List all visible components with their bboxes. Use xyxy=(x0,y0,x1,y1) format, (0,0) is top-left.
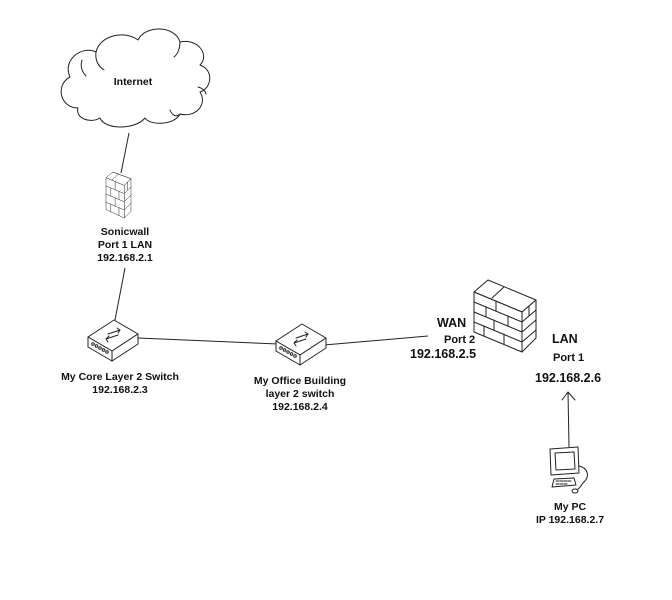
switch-icon xyxy=(275,323,327,366)
sonicwall-name: Sonicwall xyxy=(100,226,150,238)
office-switch-name: My Office Building xyxy=(253,375,347,387)
edge-sonicwall-core-switch xyxy=(114,267,126,321)
pc-name: My PC xyxy=(553,501,587,513)
wan-port: Port 2 xyxy=(444,334,476,346)
edge-office-switch-firewall-wan xyxy=(323,335,429,346)
office-switch-desc: layer 2 switch xyxy=(265,388,335,400)
core-switch-ip: 192.168.2.3 xyxy=(92,384,148,396)
lan-ip: 192.168.2.6 xyxy=(535,371,602,385)
edge-pc-to-firewall-lan-arrow xyxy=(561,391,576,448)
sonicwall-port: Port 1 LAN xyxy=(97,239,153,251)
internet-label-text: Internet xyxy=(113,76,153,88)
firewall-icon xyxy=(473,279,537,353)
core-switch-label: My Core Layer 2 Switch 192.168.2.3 xyxy=(30,371,210,397)
firewall-icon xyxy=(105,171,132,219)
lan-port: Port 1 xyxy=(553,352,585,364)
core-switch-name: My Core Layer 2 Switch xyxy=(61,371,179,383)
switch-icon xyxy=(87,319,139,362)
office-switch-label: My Office Building layer 2 switch 192.16… xyxy=(235,375,365,414)
cloud-icon xyxy=(60,28,211,128)
office-switch-ip: 192.168.2.4 xyxy=(272,401,328,413)
pc-ip: IP 192.168.2.7 xyxy=(535,514,605,526)
edge-core-switch-office-switch xyxy=(137,337,279,345)
edge-internet-sonicwall xyxy=(120,132,130,174)
wan-title: WAN xyxy=(437,316,467,330)
pc-label: My PC IP 192.168.2.7 xyxy=(520,501,620,527)
internet-label: Internet xyxy=(108,76,158,89)
sonicwall-ip: 192.168.2.1 xyxy=(97,252,153,264)
wan-ip: 192.168.2.5 xyxy=(410,347,477,361)
sonicwall-label: Sonicwall Port 1 LAN 192.168.2.1 xyxy=(70,226,180,265)
desktop-computer-icon xyxy=(549,446,588,494)
lan-title: LAN xyxy=(552,332,578,346)
